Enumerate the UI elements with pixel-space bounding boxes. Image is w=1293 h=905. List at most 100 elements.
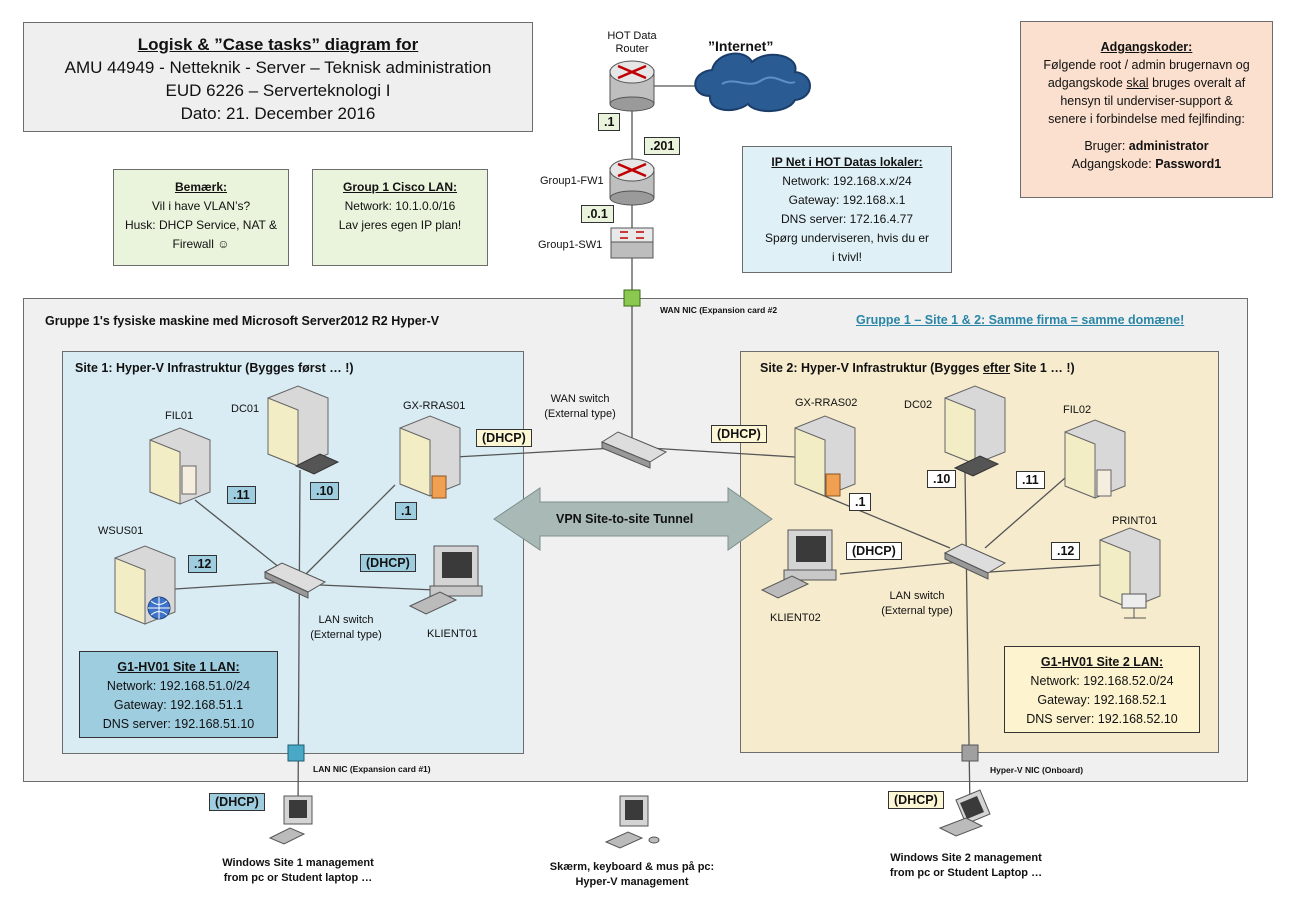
cisco-lan-title: Group 1 Cisco LAN:: [342, 180, 457, 194]
mgmt-hyperv-label: Skærm, keyboard & mus på pc: Hyper-V man…: [549, 861, 715, 888]
fil02-label: FIL02: [1063, 404, 1092, 416]
site1-switch-label: LAN switch (External type): [310, 614, 382, 641]
ip-print01-tag: .12: [1051, 542, 1081, 560]
note-line3: Firewall ☺: [172, 237, 230, 251]
fil02-server-icon: [1064, 419, 1126, 499]
ip-fw-tag: .201: [644, 137, 681, 155]
site2-lan-title: G1-HV01 Site 2 LAN:: [1040, 655, 1164, 669]
dc02-server-icon: [944, 385, 1006, 477]
dhcp-rras02-tag: (DHCP): [711, 425, 767, 443]
ip-fil02-tag: .11: [1016, 471, 1045, 489]
group1-sw1-icon: [610, 227, 654, 259]
physical-subtitle: Gruppe 1 – Site 1 & 2: Samme firma = sam…: [856, 313, 1185, 327]
wan-switch-icon: [600, 431, 668, 469]
group1-fw1-icon: [609, 158, 655, 206]
site2-lan-gw: Gateway: 192.168.52.1: [1037, 693, 1167, 707]
lan-nic-port: [287, 744, 305, 762]
site2-lan-switch-icon: [943, 543, 1007, 580]
dhcp-rras01-tag: (DHCP): [476, 429, 532, 447]
site2-lan-net: Network: 192.168.52.0/24: [1030, 674, 1174, 688]
mgmt1-label: Windows Site 1 management from pc or Stu…: [222, 857, 374, 884]
credentials-user: Bruger: administrator: [1084, 139, 1209, 153]
ip-rras02-tag: .1: [849, 493, 872, 511]
hyperv-management-pc-icon: [604, 795, 660, 849]
vpn-tunnel-arrow: [493, 487, 773, 551]
gx-rras01-label: GX-RRAS01: [403, 400, 466, 412]
hot-router-label: HOT Data Router: [607, 30, 657, 55]
note-box: Bemærk: Vil i have VLAN’s? Husk: DHCP Se…: [113, 169, 289, 266]
hyperv-nic-port: [961, 744, 979, 762]
lan-nic-label: LAN NIC (Expansion card #1): [313, 764, 431, 774]
gx-rras02-label: GX-RRAS02: [795, 397, 858, 409]
hot-net-box: IP Net i HOT Datas lokaler: Network: 192…: [742, 146, 952, 273]
site1-title: Site 1: Hyper-V Infrastruktur (Bygges fø…: [75, 361, 354, 375]
dhcp-klient02-tag: (DHCP): [846, 542, 902, 560]
ip-fil01-tag: .11: [227, 486, 256, 504]
ip-dc02-tag: .10: [927, 470, 957, 488]
ip-router-tag: .1: [598, 113, 621, 131]
internet-cloud-icon: [694, 52, 811, 112]
hot-net-line4: Spørg underviseren, hvis du er: [764, 231, 930, 245]
wan-nic-label: WAN NIC (Expansion card #2: [660, 305, 778, 315]
site1-lan-gw: Gateway: 192.168.51.1: [113, 698, 244, 712]
dc01-label: DC01: [231, 403, 260, 415]
header-line2: EUD 6226 – Serverteknologi I: [165, 81, 391, 100]
site1-lan-dns: DNS server: 192.168.51.10: [102, 717, 255, 731]
wan-switch-label: WAN switch (External type): [544, 393, 616, 420]
hot-data-router-icon: [609, 60, 655, 112]
note-line1: Vil i have VLAN’s?: [151, 199, 251, 213]
hot-net-line2: Gateway: 192.168.x.1: [788, 193, 906, 207]
site1-lan-box: G1-HV01 Site 1 LAN: Network: 192.168.51.…: [79, 651, 278, 738]
ip-dc01-tag: .10: [310, 482, 340, 500]
fil01-server-icon: [149, 427, 211, 505]
site2-lan-dns: DNS server: 192.168.52.10: [1026, 712, 1178, 726]
dhcp-mgmt1-tag: (DHCP): [209, 793, 265, 811]
ip-rras01-tag: .1: [395, 502, 418, 520]
ip-sw-tag: .0.1: [581, 205, 614, 223]
klient01-label: KLIENT01: [427, 628, 478, 640]
gx-rras01-server-icon: [399, 415, 461, 499]
hot-net-line1: Network: 192.168.x.x/24: [782, 174, 912, 188]
fil01-label: FIL01: [165, 410, 194, 422]
print01-server-icon: [1099, 527, 1161, 619]
header-box: Logisk & ”Case tasks” diagram for AMU 44…: [23, 22, 533, 132]
credentials-password: Adgangskode: Password1: [1071, 157, 1222, 171]
site1-lan-switch-icon: [263, 562, 327, 599]
vpn-label: VPN Site-to-site Tunnel: [556, 512, 694, 526]
ip-wsus01-tag: .12: [188, 555, 218, 573]
cisco-lan-box: Group 1 Cisco LAN: Network: 10.1.0.0/16 …: [312, 169, 488, 266]
header-line1: AMU 44949 - Netteknik - Server – Teknisk…: [64, 58, 492, 77]
klient02-label: KLIENT02: [770, 612, 821, 624]
wan-nic-port: [623, 289, 641, 307]
note-title: Bemærk:: [174, 180, 228, 194]
credentials-title: Adgangskoder:: [1100, 40, 1193, 54]
header-title: Logisk & ”Case tasks” diagram for: [137, 35, 419, 54]
physical-title: Gruppe 1's fysiske maskine med Microsoft…: [45, 314, 440, 328]
dc02-label: DC02: [904, 399, 933, 411]
print01-label: PRINT01: [1112, 515, 1158, 527]
credentials-text3: hensyn til underviser-support &: [1060, 94, 1233, 108]
cisco-lan-line1: Network: 10.1.0.0/16: [344, 199, 456, 213]
credentials-text4: senere i forbindelse med fejlfinding:: [1048, 112, 1245, 126]
dc01-server-icon: [267, 385, 340, 475]
dhcp-mgmt2-tag: (DHCP): [888, 791, 944, 809]
cisco-lan-line2: Lav jeres egen IP plan!: [338, 218, 462, 232]
wsus01-label: WSUS01: [98, 525, 144, 537]
hot-net-line5: i tvivl!: [832, 250, 862, 264]
mgmt2-label: Windows Site 2 management from pc or Stu…: [889, 852, 1043, 879]
site2-management-laptop-icon: [938, 789, 991, 837]
header-line3: Dato: 21. December 2016: [180, 104, 376, 123]
sw-label: Group1-SW1: [538, 239, 603, 251]
hyperv-nic-label: Hyper-V NIC (Onboard): [990, 765, 1084, 775]
site2-title: Site 2: Hyper-V Infrastruktur (Bygges ef…: [760, 361, 1075, 375]
hot-net-line3: DNS server: 172.16.4.77: [780, 212, 914, 226]
site2-switch-label: LAN switch (External type): [881, 590, 953, 617]
site1-lan-net: Network: 192.168.51.0/24: [106, 679, 251, 693]
wsus01-server-icon: [114, 545, 176, 625]
credentials-text1: Følgende root / admin brugernavn og: [1043, 58, 1250, 72]
klient01-computer-icon: [408, 545, 483, 615]
gx-rras02-server-icon: [794, 415, 856, 497]
fw-label: Group1-FW1: [540, 175, 604, 187]
site1-management-pc-icon: [268, 795, 313, 845]
